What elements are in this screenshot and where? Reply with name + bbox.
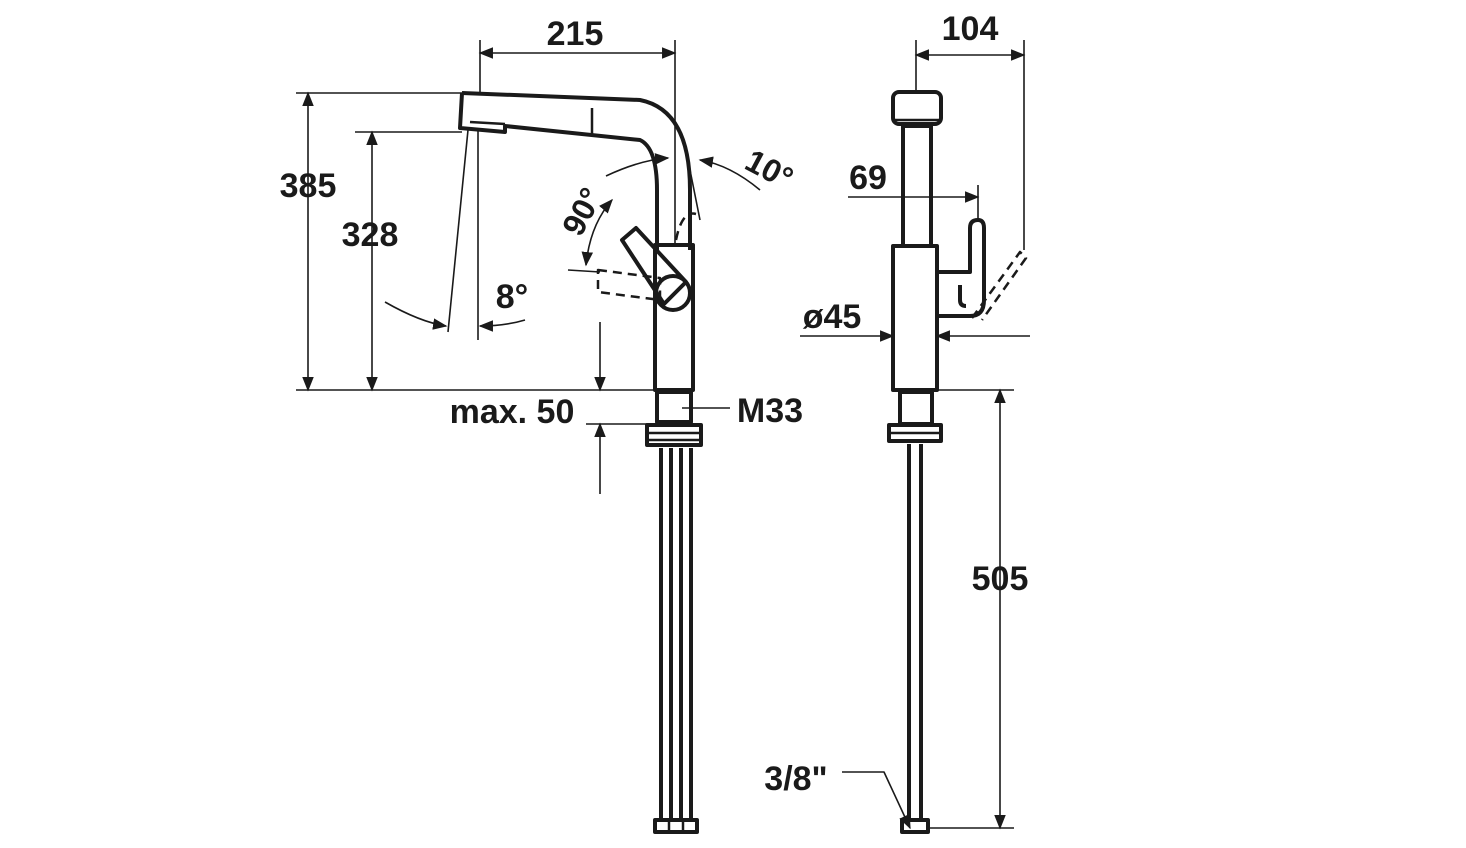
dimension-104: 104 (914, 10, 1026, 250)
front-lever (937, 218, 1028, 321)
dim-69-label: 69 (849, 159, 887, 197)
max-50-label: max. 50 (450, 393, 575, 431)
connection-3-8: 3/8" (764, 760, 911, 830)
front-body (891, 244, 939, 392)
front-spout (891, 90, 943, 248)
m33-label: M33 (737, 392, 803, 430)
front-shank (887, 390, 943, 443)
side-view: 215 385 328 8° 90° (280, 15, 803, 834)
angle-10: 10° (605, 142, 800, 221)
angle-90-label: 90° (555, 182, 610, 242)
dim-505-label: 505 (972, 560, 1029, 598)
dimension-385: 385 (280, 91, 462, 392)
dim-215-label: 215 (547, 15, 604, 53)
dim-104-label: 104 (942, 10, 999, 48)
angle-8: 8° (384, 129, 529, 340)
angle-10-label: 10° (740, 142, 800, 197)
supply-hoses (653, 448, 699, 834)
dimension-45: ø45 (800, 298, 1030, 342)
front-hoses (900, 444, 930, 834)
dim-45-label: ø45 (803, 298, 862, 336)
thread-m33: M33 (682, 392, 803, 430)
angle-8-label: 8° (496, 278, 529, 316)
front-view: 104 69 ø45 505 3/8" (764, 10, 1030, 834)
dim-328-label: 328 (342, 216, 399, 254)
dimension-505: 505 (928, 388, 1029, 830)
lever-handle (596, 212, 697, 312)
dimension-69: 69 (848, 159, 980, 220)
spout-head (458, 91, 692, 250)
dimension-max-50: max. 50 (450, 322, 647, 494)
dim-385-label: 385 (280, 167, 337, 205)
conn-3-8-label: 3/8" (764, 760, 827, 798)
shank (645, 390, 703, 447)
angle-90: 90° (555, 182, 613, 273)
dimension-215: 215 (478, 15, 677, 245)
dimension-328: 328 (342, 130, 462, 392)
